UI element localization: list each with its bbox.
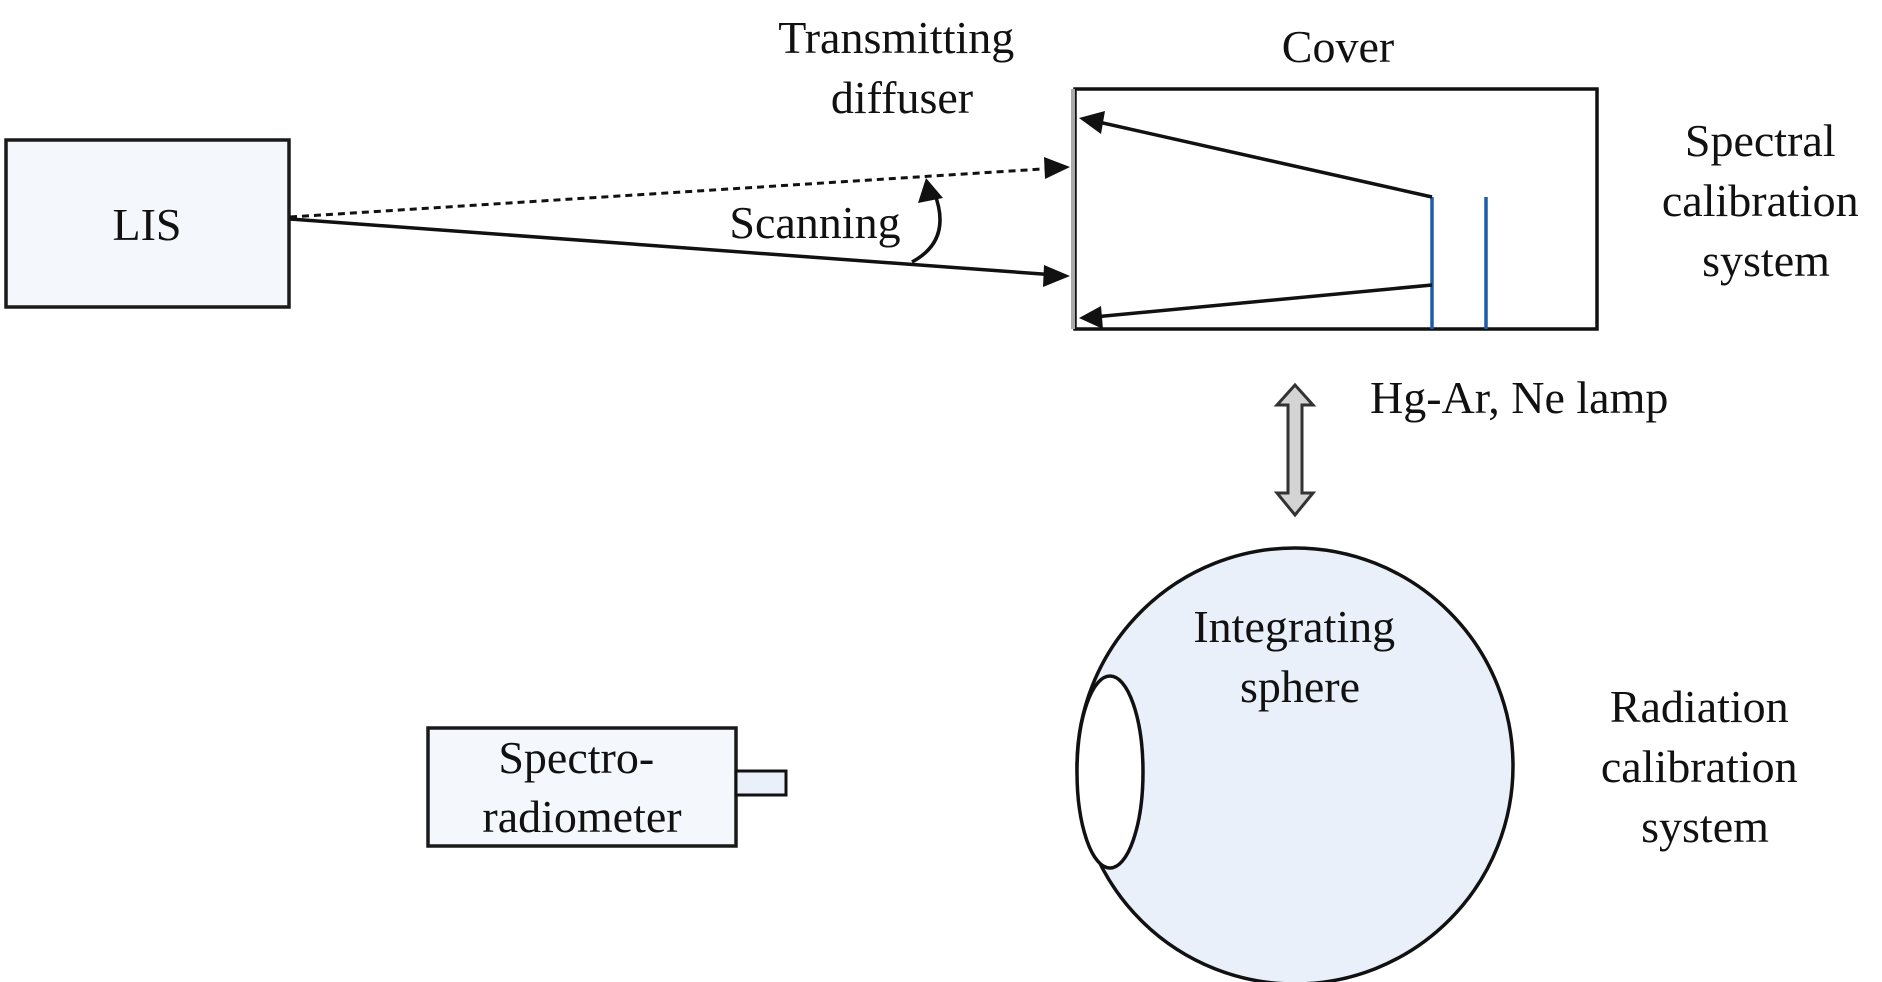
spectroradiometer-box <box>426 726 738 848</box>
internal-beam-top <box>1093 119 1433 199</box>
scan-beam-solid-arrowhead <box>1043 265 1070 287</box>
scan-beam-dashed-arrowhead <box>1044 157 1070 179</box>
scanning-label: Scanning <box>729 197 900 248</box>
transmitting-diffuser-label: Transmitting diffuser <box>778 12 1026 123</box>
scanning-arc-arrowhead <box>918 178 943 203</box>
internal-beam-top-arrowhead <box>1079 111 1105 134</box>
scan-beam-solid <box>289 217 1057 277</box>
double-headed-arrow <box>1273 382 1317 518</box>
lis-box <box>4 138 291 309</box>
spectral-calibration-box <box>1073 87 1599 331</box>
lis-label: LIS <box>113 199 182 250</box>
cover-label: Cover <box>1282 21 1394 72</box>
sphere-port <box>1075 674 1145 870</box>
internal-beam-bottom-arrowhead <box>1079 306 1103 329</box>
lamp-label: Hg-Ar, Ne lamp <box>1370 372 1668 423</box>
spectroradiometer-label: Spectro- radiometer <box>482 732 681 842</box>
internal-beam-bottom <box>1093 283 1433 319</box>
scan-beam-dashed <box>289 166 1059 219</box>
scanning-angle-arc <box>911 191 942 264</box>
integrating-sphere-label: Integrating sphere <box>1193 601 1406 712</box>
radiation-calibration-label: Radiation calibration system <box>1601 681 1809 852</box>
spectral-calibration-label: Spectral calibration system <box>1662 115 1870 286</box>
spectroradiometer-probe <box>734 769 788 797</box>
